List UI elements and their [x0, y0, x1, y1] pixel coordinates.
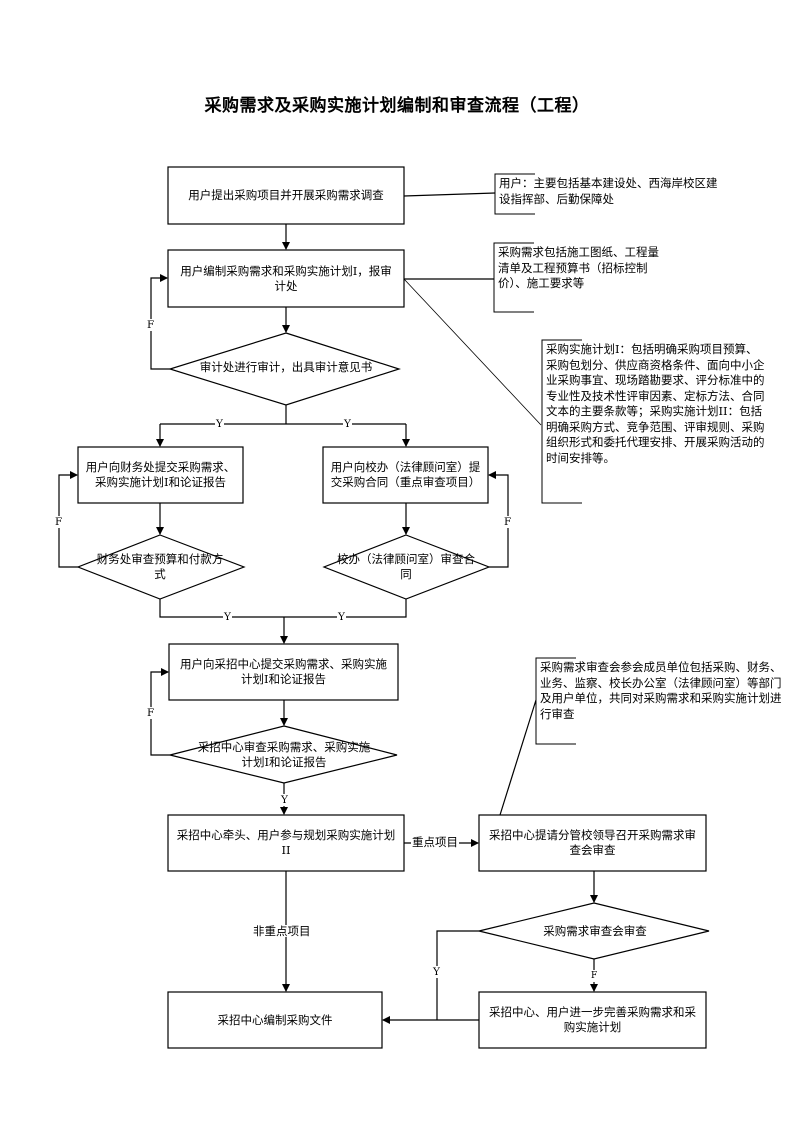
node-review-meeting-request: 采招中心提请分管校领导召开采购需求审查会审查 [489, 828, 696, 857]
note-procurement-requirements: 采购需求包括施工图纸、工程量清单及工程预算书（招标控制价）、施工要求等 [498, 245, 659, 290]
label-non-key-project: 非重点项目 [252, 924, 312, 938]
node-legal-review: 校办（法律顾问室）审查合同 [337, 552, 475, 581]
node-improve-plan: 采招中心、用户进一步完善采购需求和采购实施计划 [489, 1005, 696, 1034]
node-submit-finance: 用户向财务处提交采购需求、采购实施计划I和论证报告 [85, 460, 236, 489]
page-title: 采购需求及采购实施计划编制和审查流程（工程） [204, 96, 590, 116]
node-audit-decision: 审计处进行审计，出具审计意见书 [199, 359, 373, 374]
label-finance-fail: F [54, 516, 64, 528]
note-review-meeting-members: 采购需求审查会参会成员单位包括采购、财务、业务、监察、校长办公室（法律顾问室）等… [540, 660, 782, 721]
label-audit-fail: F [146, 319, 156, 331]
label-key-project: 重点项目 [411, 835, 459, 849]
label-meeting-yes: Y [432, 966, 441, 978]
node-center-review: 采招中心审查采购需求、采购实施计划I和论证报告 [197, 740, 371, 769]
node-submit-procurement-center: 用户向采招中心提交采购需求、采购实施计划I和论证报告 [180, 657, 387, 686]
node-user-proposes: 用户提出采购项目并开展采购需求调查 [188, 188, 384, 202]
node-finance-review: 财务处审查预算和付款方式 [96, 552, 224, 581]
box-review-meeting-request [478, 814, 707, 872]
label-audit-yes-right: Y [343, 418, 352, 430]
label-center-yes: Y [280, 794, 289, 806]
connector-note1 [403, 192, 496, 197]
label-audit-yes-left: Y [215, 418, 224, 430]
label-legal-fail: F [503, 516, 513, 528]
bracket-note3 [541, 339, 582, 504]
node-submit-legal: 用户向校办（法律顾问室）提交采购合同（重点审查项目） [330, 460, 481, 489]
label-center-fail: F [146, 707, 156, 719]
node-meeting-review: 采购需求审查会审查 [543, 923, 647, 938]
bracket-note4 [535, 657, 576, 745]
label-finance-yes: Y [223, 611, 232, 623]
note-implementation-plan: 采购实施计划I：包括明确采购项目预算、采购包划分、供应商资格条件、面向中小企业采… [546, 342, 765, 465]
bracket-note1 [494, 173, 535, 215]
node-compile-documents: 采招中心编制采购文件 [217, 1012, 333, 1027]
note-users: 用户：主要包括基本建设处、西海岸校区建设指挥部、后勤保障处 [499, 176, 718, 206]
bracket-note2 [493, 242, 534, 313]
node-user-compiles-plan: 用户编制采购需求和采购实施计划I，报审计处 [180, 263, 392, 293]
line-merge [159, 599, 407, 618]
connector-note3 [403, 278, 542, 426]
line-d5-yes [436, 930, 479, 1020]
connector-note4 [499, 699, 537, 816]
node-plan-ii: 采招中心牵头、用户参与规划采购实施计划II [176, 828, 396, 857]
label-legal-yes: Y [337, 611, 346, 623]
label-meeting-fail: F [590, 970, 599, 982]
